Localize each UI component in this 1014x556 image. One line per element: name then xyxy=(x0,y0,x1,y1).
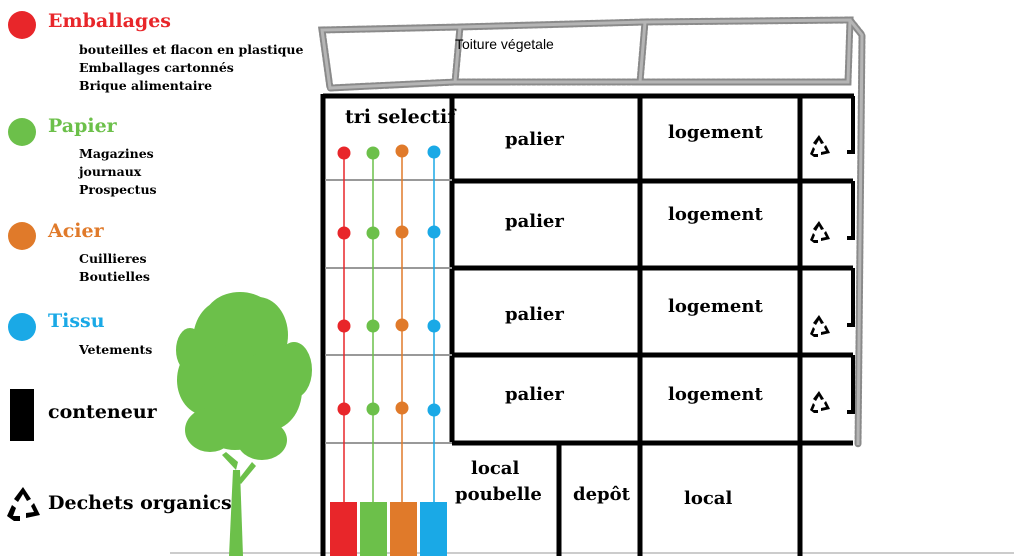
chute-emballages xyxy=(337,146,351,502)
bin-emballages xyxy=(330,502,357,556)
papier-title: Papier xyxy=(48,115,117,137)
logement-label: logement xyxy=(668,204,763,225)
acier-items: Cuillieres Boutielles xyxy=(79,250,150,286)
tissu-dot xyxy=(8,313,36,341)
legend-item: Vetements xyxy=(79,342,153,357)
logement-label: logement xyxy=(668,122,763,143)
logement-label: logement xyxy=(668,296,763,317)
legend-item: Boutielles xyxy=(79,269,150,284)
bin-tissu xyxy=(420,502,447,556)
roof-label: Toiture végetale xyxy=(455,36,554,52)
acier-dot xyxy=(8,222,36,250)
recycle-icon xyxy=(810,221,830,243)
palier-label: palier xyxy=(505,211,564,232)
logement-label: logement xyxy=(668,384,763,405)
tissu-items: Vetements xyxy=(79,341,152,359)
legend-item: journaux xyxy=(79,164,142,179)
local-label: local xyxy=(684,488,732,509)
conteneur-label: conteneur xyxy=(48,401,157,423)
tri-selectif-label: tri selectif xyxy=(345,106,457,128)
bin-acier xyxy=(390,502,417,556)
bin-papier xyxy=(360,502,387,556)
palier-label: palier xyxy=(505,304,564,325)
conteneur-swatch xyxy=(10,389,34,441)
building-structure xyxy=(320,93,854,556)
organics-label: Dechets organics xyxy=(48,492,232,514)
emballages-title: Emballages xyxy=(48,10,171,32)
tissu-title: Tissu xyxy=(48,310,105,332)
palier-label: palier xyxy=(505,384,564,405)
papier-dot xyxy=(8,118,36,146)
emballages-dot xyxy=(8,11,36,39)
emballages-items: bouteilles et flacon en plastique Emball… xyxy=(79,41,303,95)
recycle-icon xyxy=(810,391,830,413)
local-poubelle-label-2: poubelle xyxy=(455,484,542,505)
acier-title: Acier xyxy=(48,220,104,242)
palier-label: palier xyxy=(505,129,564,150)
papier-items: Magazines journaux Prospectus xyxy=(79,145,157,199)
tree-icon xyxy=(176,292,312,556)
chute-tissu xyxy=(427,145,441,502)
recycle-icon xyxy=(810,135,830,157)
legend: Emballages bouteilles et flacon en plast… xyxy=(0,0,310,556)
legend-item: Cuillieres xyxy=(79,251,147,266)
chute-papier xyxy=(366,146,380,502)
chute-acier xyxy=(395,144,409,502)
depot-label: depôt xyxy=(573,484,631,505)
legend-item: Magazines xyxy=(79,146,154,161)
recycle-icon xyxy=(7,487,40,521)
legend-item: Brique alimentaire xyxy=(79,78,213,93)
legend-item: bouteilles et flacon en plastique xyxy=(79,42,304,57)
local-poubelle-label-1: local xyxy=(471,458,519,479)
recycle-icon xyxy=(810,315,830,337)
legend-item: Emballages cartonnés xyxy=(79,60,234,75)
legend-item: Prospectus xyxy=(79,182,157,197)
